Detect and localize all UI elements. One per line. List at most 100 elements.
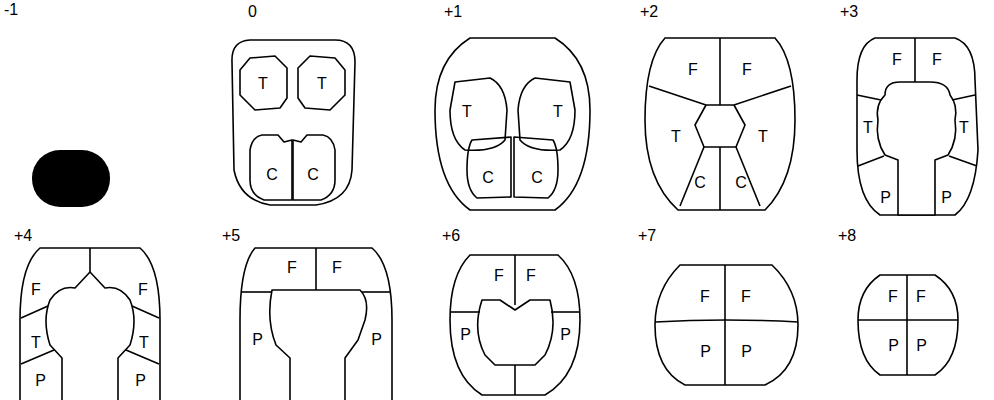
fontanelle xyxy=(46,272,134,400)
bone-region: F xyxy=(890,51,904,69)
stage-number: +7 xyxy=(638,228,656,244)
bone-letter: C xyxy=(531,170,543,186)
bone-letter: C xyxy=(735,175,747,191)
bone-letter: F xyxy=(700,289,710,305)
bone-letter: C xyxy=(482,170,494,186)
bone-region: T xyxy=(29,334,43,352)
bone-outline xyxy=(293,135,335,200)
suture xyxy=(655,320,798,322)
bone-letter: P xyxy=(135,373,146,389)
bone-region: F xyxy=(740,61,754,79)
bone-letter: T xyxy=(31,335,41,351)
bone-letter: P xyxy=(916,338,927,354)
bone-letter: F xyxy=(332,260,342,276)
skull-outline xyxy=(450,255,580,395)
bone-region: F xyxy=(29,281,43,299)
bone-letter: T xyxy=(959,120,969,136)
bone-region: F xyxy=(914,288,928,306)
bone-region: P xyxy=(739,343,754,361)
bone-region: F xyxy=(524,267,538,285)
bone-region: F xyxy=(330,259,344,277)
bone-region: F xyxy=(136,281,150,299)
bone-region: C xyxy=(264,166,280,184)
bone-letter: F xyxy=(892,52,902,68)
bone-region: P xyxy=(939,189,954,207)
bone-letter: P xyxy=(371,332,382,348)
bone-letter: C xyxy=(51,170,63,186)
fontanelle xyxy=(695,105,745,147)
bone-region: T xyxy=(756,128,770,146)
bone-region: P xyxy=(33,372,48,390)
stage-number: 0 xyxy=(248,4,257,20)
bone-letter: T xyxy=(863,120,873,136)
bone-region: T xyxy=(669,128,683,146)
bone-letter: P xyxy=(741,344,752,360)
bone-letter: F xyxy=(742,62,752,78)
bone-outline xyxy=(250,135,292,200)
bone-letter: P xyxy=(888,338,899,354)
bone-letter: C xyxy=(266,167,278,183)
bone-letter: T xyxy=(139,335,149,351)
bone-region: T xyxy=(315,75,329,93)
bone-letter: F xyxy=(741,289,751,305)
skull-outline xyxy=(32,150,110,207)
bone-outline xyxy=(514,137,558,198)
bone-region: P xyxy=(133,372,148,390)
bone-letter: F xyxy=(31,282,41,298)
bone-region: C xyxy=(529,169,545,187)
bone-outline xyxy=(467,137,511,198)
bone-region: T xyxy=(957,119,971,137)
bone-region: T xyxy=(137,334,151,352)
bone-letter: P xyxy=(941,190,952,206)
bone-region: T xyxy=(460,103,474,121)
bone-letter: T xyxy=(462,104,472,120)
fontanelle xyxy=(478,300,553,365)
bone-letter: T xyxy=(258,76,268,92)
bone-letter: P xyxy=(35,373,46,389)
bone-region: C xyxy=(733,174,749,192)
bone-outline xyxy=(40,157,71,200)
bone-letter: P xyxy=(252,332,263,348)
bone-region: F xyxy=(686,61,700,79)
bone-letter: T xyxy=(317,76,327,92)
bone-region: P xyxy=(878,189,893,207)
bone-letter: C xyxy=(694,175,706,191)
skull-outline xyxy=(655,265,798,385)
bone-letter: F xyxy=(932,52,942,68)
bone-region: C xyxy=(480,169,496,187)
bone-letter: P xyxy=(700,344,711,360)
bone-region: P xyxy=(458,326,473,344)
bone-letter: C xyxy=(80,170,92,186)
bone-letter: F xyxy=(916,289,926,305)
stage-number: -1 xyxy=(4,2,18,18)
bone-region: P xyxy=(369,331,384,349)
bone-letter: F xyxy=(494,268,504,284)
bone-region: C xyxy=(78,169,94,187)
skull-outline xyxy=(858,275,958,375)
bone-region: P xyxy=(558,326,573,344)
bone-outline xyxy=(240,56,287,110)
bone-region: P xyxy=(698,343,713,361)
bone-letter: C xyxy=(307,167,319,183)
stage-number: +1 xyxy=(444,4,462,20)
stage-number: +6 xyxy=(442,228,460,244)
bone-region: T xyxy=(861,119,875,137)
stage-number: +4 xyxy=(14,228,32,244)
bone-region: P xyxy=(914,337,929,355)
bone-region: F xyxy=(285,259,299,277)
bone-region: T xyxy=(551,103,565,121)
bone-region: C xyxy=(692,174,708,192)
stage-number: +3 xyxy=(840,4,858,20)
bone-region: F xyxy=(739,288,753,306)
stage-number: +5 xyxy=(222,228,240,244)
bone-region: F xyxy=(698,288,712,306)
fontanelle xyxy=(877,82,956,215)
skull-outline xyxy=(232,40,355,205)
bone-outline xyxy=(298,56,345,110)
bone-region: F xyxy=(886,288,900,306)
bone-letter: F xyxy=(287,260,297,276)
bone-region: P xyxy=(886,337,901,355)
bone-letter: F xyxy=(688,62,698,78)
skull-outline xyxy=(645,38,795,210)
